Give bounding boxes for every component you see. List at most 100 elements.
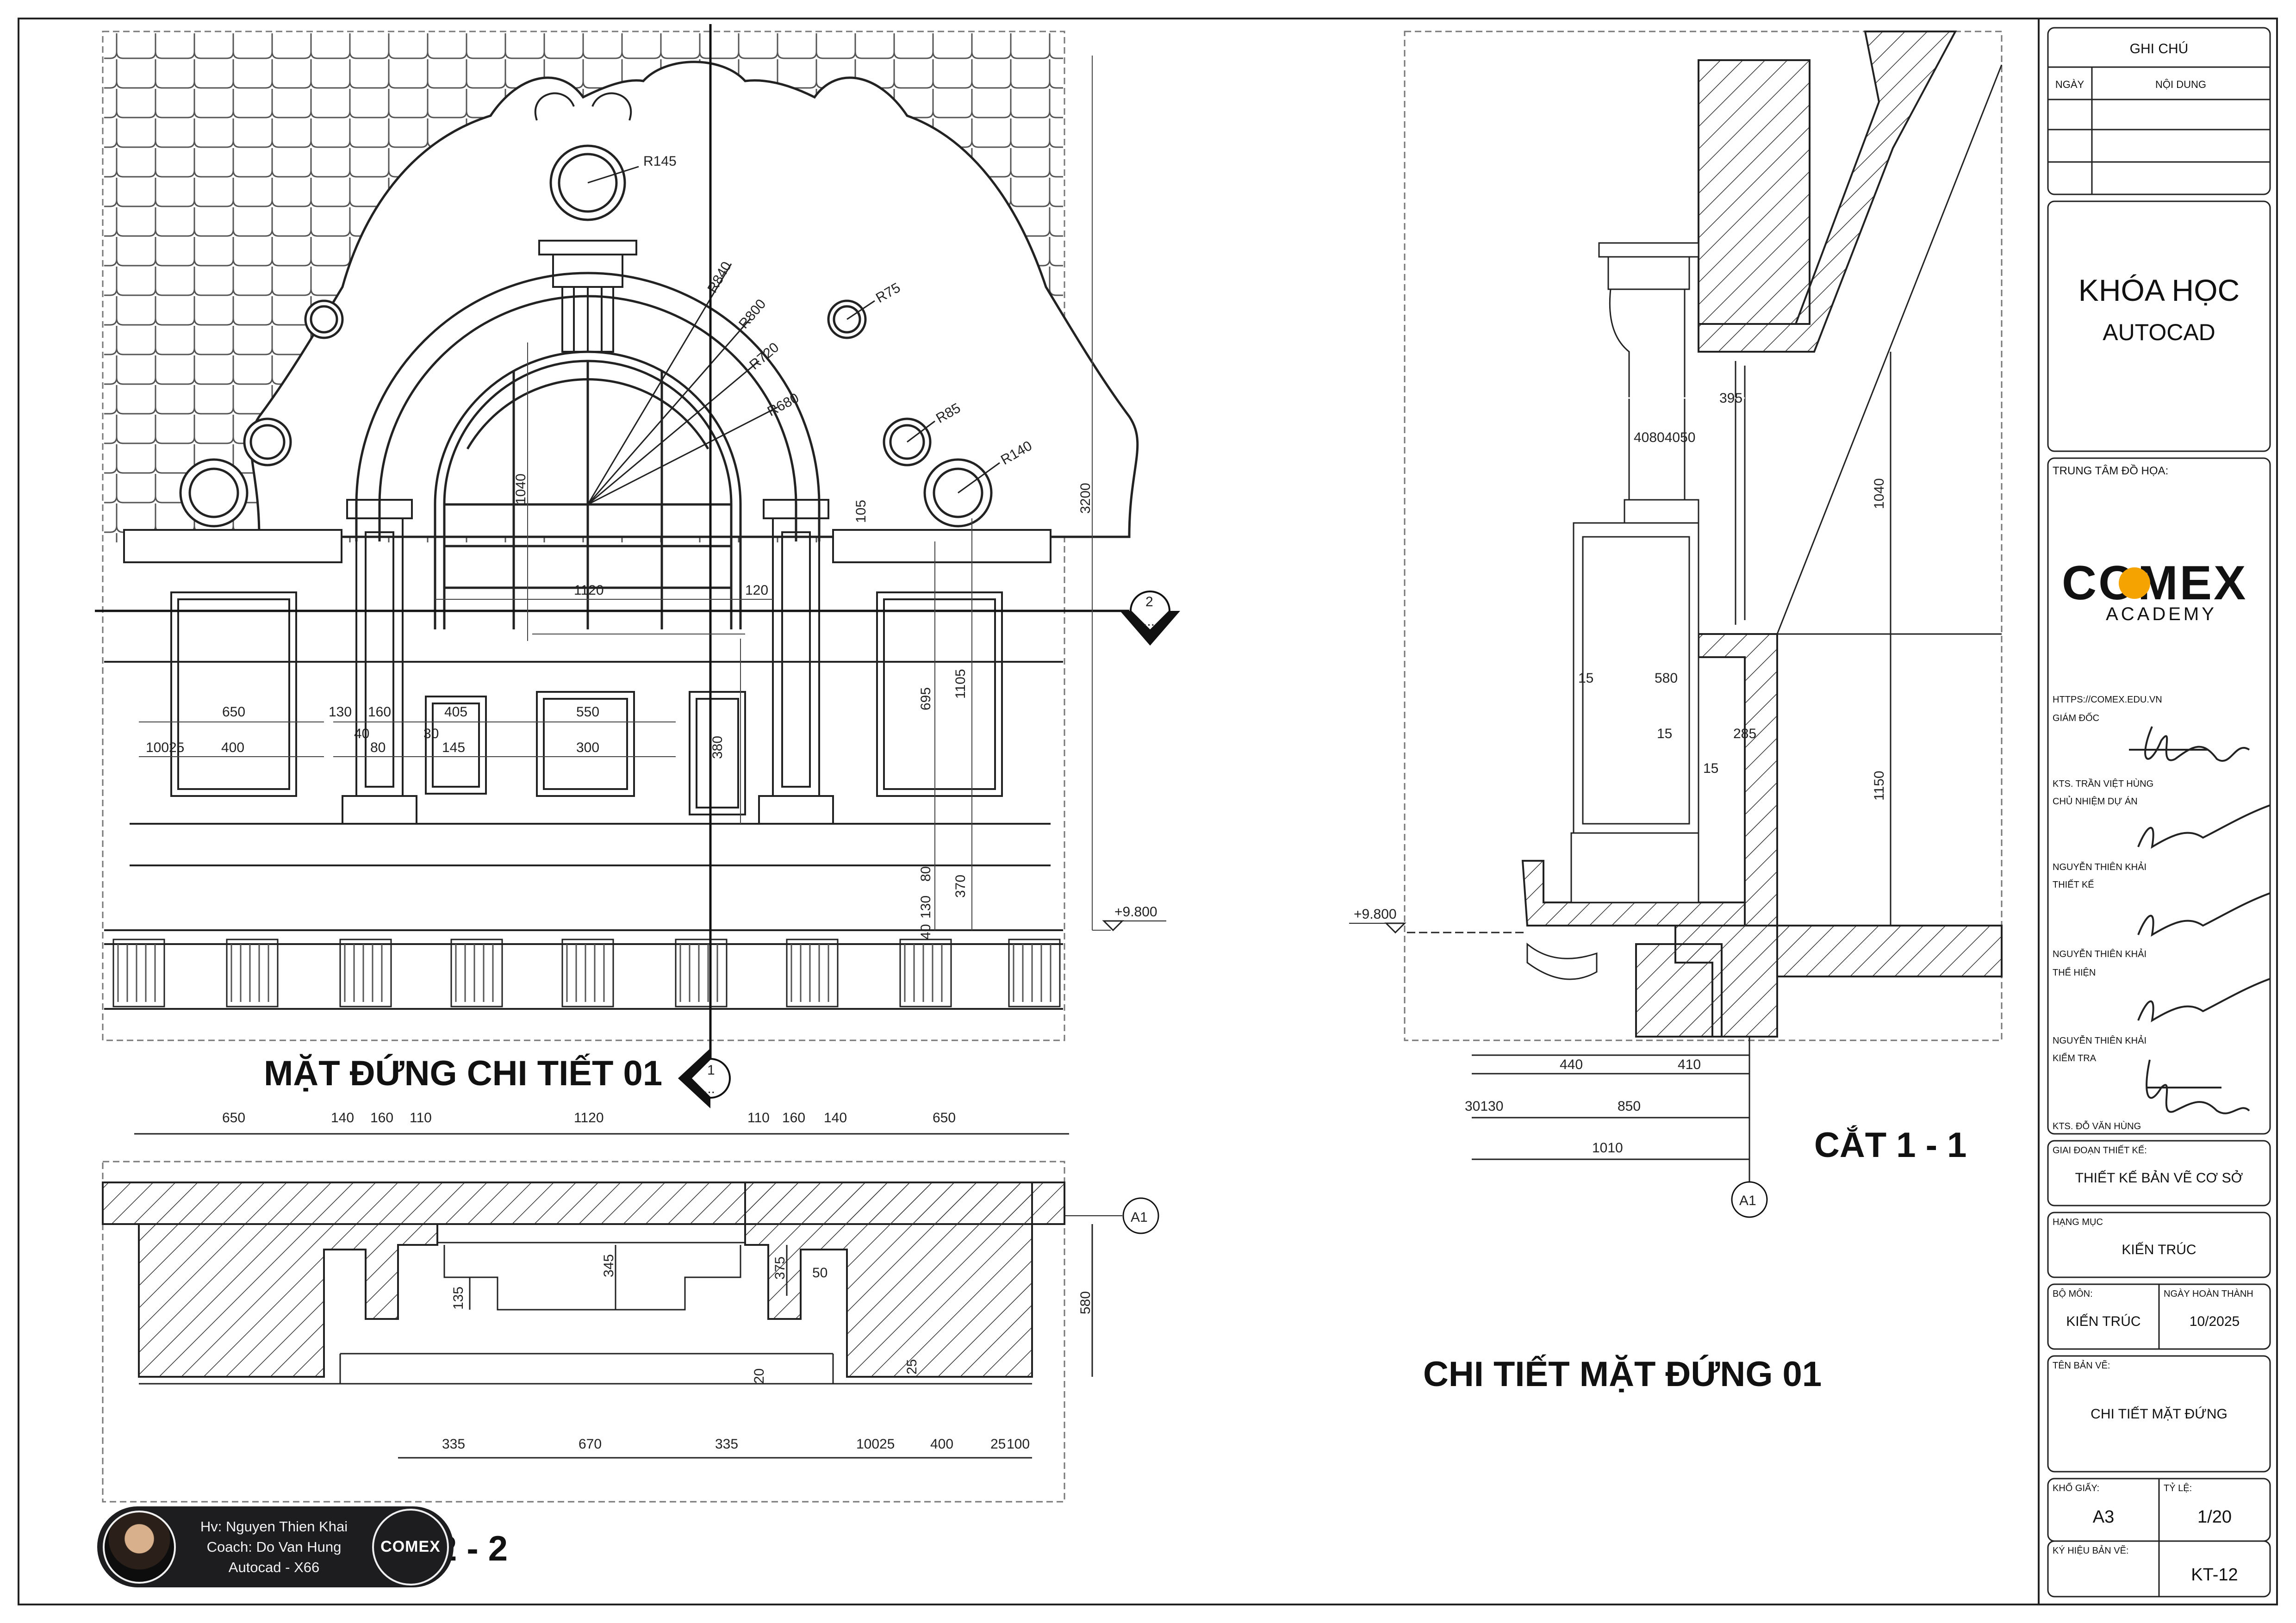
signatures [2129,726,2271,1114]
level-9800-section: +9.800 [1354,907,1397,922]
section-dim-580: 580 [1655,671,1678,686]
section-dim-40804050: 40804050 [1634,430,1695,445]
arch-window [355,272,821,629]
plan-dim-100-a: 100 [856,1436,879,1452]
plan-dim-650-right: 650 [933,1110,956,1126]
level-9800-elevation: +9.800 [1114,904,1157,920]
tb-kho-giay-label: KHỔ GIẤY: [2053,1482,2099,1493]
student-info: Hv: Nguyen Thien Khai Coach: Do Van Hung… [176,1517,372,1578]
tb-ty-le: 1/20 [2197,1507,2232,1527]
elevation-title: MẶT ĐỨNG CHI TIẾT 01 [264,1054,662,1093]
plan-dim-580: 580 [1078,1291,1093,1314]
tb-thiet-ke-name: NGUYỄN THIÊN KHẢI [2053,949,2147,959]
tb-kho-giay: A3 [2093,1507,2114,1527]
tb-giai-doan: THIẾT KẾ BẢN VẼ CƠ SỞ [2075,1170,2243,1186]
keystone [538,240,637,353]
section-dim-1040: 1040 [1872,478,1887,509]
class-code: Autocad - X66 [228,1559,320,1575]
columns [342,499,834,825]
dim-105: 105 [853,500,869,523]
plan-dim-110-left: 110 [410,1110,432,1126]
tb-ngay-ht: 10/2025 [2190,1314,2240,1329]
tb-kiem-tra-name: KTS. ĐỖ VĂN HÙNG [2053,1120,2141,1132]
section-marker-2: 2 [1145,594,1153,609]
tb-center-label: TRUNG TÂM ĐỒ HỌA: [2053,464,2168,477]
section-dim-1150: 1150 [1872,771,1887,801]
tb-the-hien-name: NGUYỄN THIÊN KHẢI [2053,1035,2147,1046]
section-dim-850: 850 [1618,1099,1641,1114]
plan-dim-100-b: 100 [1007,1436,1030,1452]
radius-leaders [587,166,1000,505]
dim-550: 550 [576,704,599,720]
wall-panels [170,591,1003,815]
footer-logo: COMEX [372,1508,449,1586]
plan-dim-25-b: 25 [990,1436,1006,1452]
plan-dim-50: 50 [812,1265,828,1281]
plan-dim-650-left: 650 [222,1110,245,1126]
tb-ky-hieu-label: KÝ HIỆU BẢN VẼ: [2053,1545,2129,1556]
coach-name: Coach: Do Van Hung [206,1538,342,1555]
comex-logo: COMEX ACADEMY [2062,556,2246,624]
plan-dim-335-right: 335 [715,1436,738,1452]
section-dim-15-a: 15 [1578,671,1593,686]
dim-160: 160 [368,704,391,720]
base-balusters [112,939,1061,1007]
section-marker-1: 1 [707,1063,715,1078]
dim-25: 25 [169,740,184,755]
dim-1040: 1040 [513,473,529,504]
dim-405: 405 [444,704,467,720]
section-dim-15-c: 15 [1703,761,1718,776]
dim-380: 380 [710,736,725,759]
plan-dim-345: 345 [601,1254,616,1277]
tb-giam-doc: GIÁM ĐỐC [2053,712,2099,723]
tb-giam-doc-name: KTS. TRẦN VIỆT HÙNG [2053,778,2153,789]
plan-dim-160-right: 160 [782,1110,805,1126]
tb-ky-hieu: KT-12 [2191,1565,2238,1585]
tb-logo-sub: ACADEMY [2106,604,2217,624]
dim-30: 30 [423,726,439,741]
tb-ten-ban-ve: CHI TIẾT MẶT ĐỨNG [2091,1406,2228,1422]
section-marker-1-dots: ... [703,1081,715,1096]
tb-noi-dung: NỘI DUNG [2155,79,2206,90]
tb-hang-muc: KIẾN TRÚC [2122,1242,2196,1257]
dim-650: 650 [222,704,245,720]
section-dim-15-b: 15 [1657,726,1672,741]
dim-120: 120 [745,583,768,598]
section-dim-395: 395 [1719,391,1742,406]
dim-1105: 1105 [953,669,968,699]
section-dim-410: 410 [1678,1057,1701,1072]
dim-40: 40 [354,726,369,741]
plan-view: 650 140 160 110 1120 110 160 140 650 335… [102,1110,1159,1568]
plan-dim-160-left: 160 [370,1110,393,1126]
section-dim-440: 440 [1560,1057,1583,1072]
section-title: CẮT 1 - 1 [1814,1125,1966,1165]
tb-url: HTTPS://COMEX.EDU.VN [2053,695,2162,705]
title-block: GHI CHÚ NGÀY NỘI DUNG KHÓA HỌC AUTOCAD T… [2038,19,2271,1604]
plan-dim-110-right: 110 [747,1110,770,1126]
elevation-view: R145 R840 R800 R720 R680 R75 R85 R140 [95,24,1180,1108]
tb-bo-mon: KIẾN TRÚC [2066,1313,2140,1329]
tb-course-line1: KHÓA HỌC [2078,273,2240,307]
tb-course-line2: AUTOCAD [2103,319,2215,345]
student-name: Hv: Nguyen Thien Khai [200,1518,348,1535]
student-badge: Hv: Nguyen Thien Khai Coach: Do Van Hung… [97,1506,454,1587]
plan-dim-335-left: 335 [442,1436,465,1452]
tb-ngay: NGÀY [2055,79,2084,90]
radius-r145: R145 [643,154,677,169]
dim-100: 100 [146,740,169,755]
sheet-border [18,18,2278,1605]
dim-130: 130 [918,895,933,919]
tb-kiem-tra: KIỂM TRA [2053,1053,2097,1063]
avatar [103,1510,176,1584]
plan-dim-1120: 1120 [574,1110,604,1126]
tb-ngay-ht-label: NGÀY HOÀN THÀNH [2164,1288,2253,1299]
tb-thiet-ke: THIẾT KẾ [2053,879,2094,890]
dim-145: 145 [442,740,465,755]
dim-3200: 3200 [1078,483,1093,514]
dim-130: 130 [329,704,352,720]
tb-ty-le-label: TỶ LỆ: [2164,1483,2192,1493]
tb-chu-nhiem: CHỦ NHIỆM DỰ ÁN [2053,796,2138,807]
section-dim-1010: 1010 [1592,1140,1623,1156]
tb-the-hien: THỂ HIỆN [2053,967,2096,978]
